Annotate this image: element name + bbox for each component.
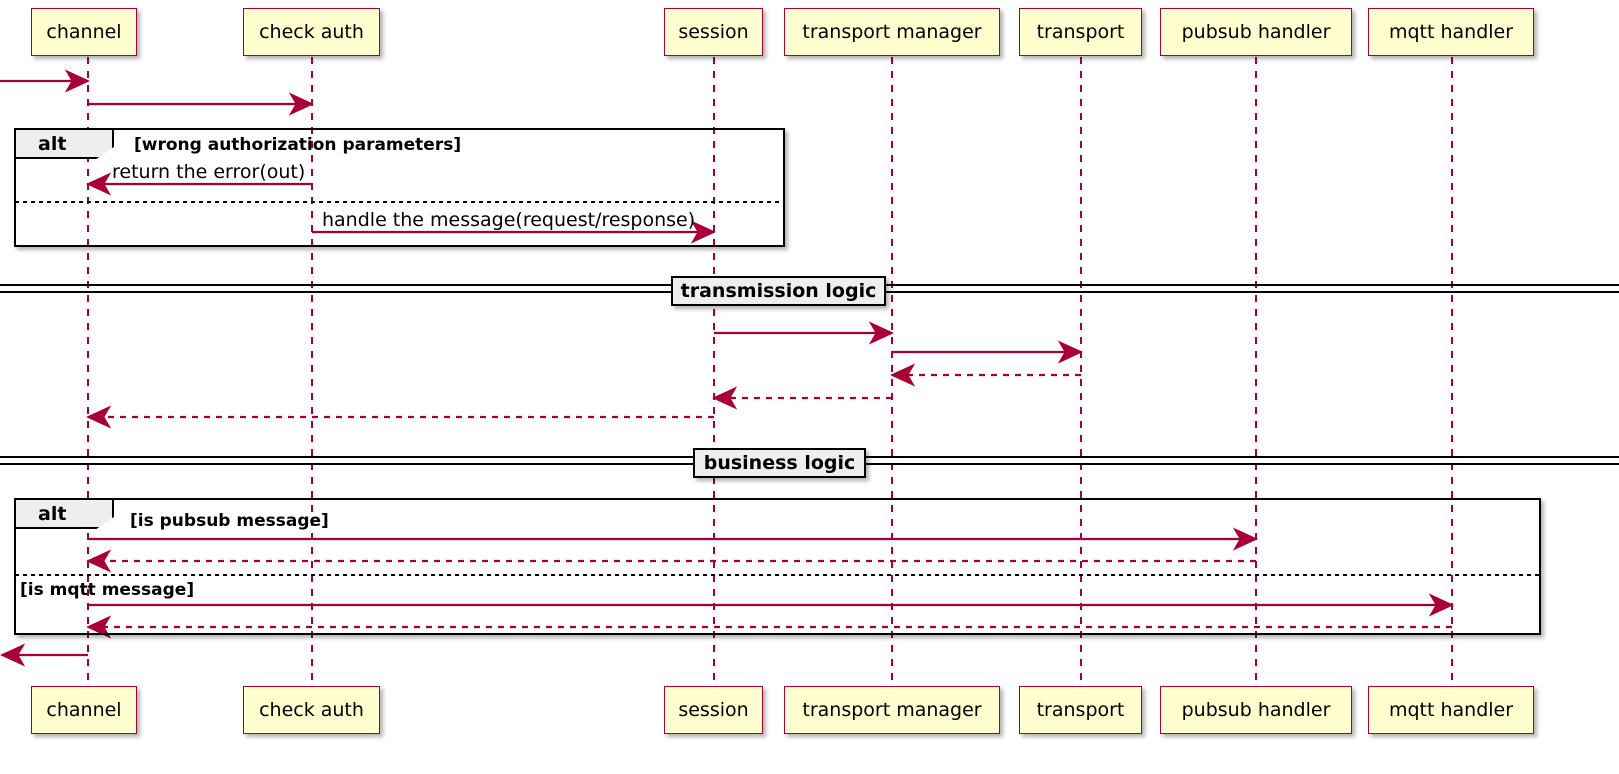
alt-keyword: alt [38, 132, 67, 155]
participant-check-auth-top[interactable]: check auth [243, 8, 380, 56]
participant-label: check auth [259, 698, 364, 721]
divider-transmission-logic: transmission logic [671, 276, 886, 306]
participant-label: pubsub handler [1181, 20, 1331, 43]
alt-group-authorization-tab: alt [16, 130, 114, 159]
participant-session-bottom[interactable]: session [664, 686, 763, 734]
participant-label: session [678, 20, 749, 43]
alt-group-authorization [14, 128, 785, 247]
alt-group-message-type-else-condition: [is mqtt message] [20, 580, 195, 600]
participant-session-top[interactable]: session [664, 8, 763, 56]
participant-transport-manager-bottom[interactable]: transport manager [784, 686, 1000, 734]
divider-business-logic: business logic [693, 448, 866, 478]
message-label-m4: handle the message(request/response) [322, 209, 696, 231]
participant-label: transport manager [802, 698, 982, 721]
participant-transport-top[interactable]: transport [1019, 8, 1142, 56]
participant-transport-bottom[interactable]: transport [1019, 686, 1142, 734]
lifelines [87, 57, 1453, 686]
participant-label: channel [46, 698, 122, 721]
participant-pubsub-handler-bottom[interactable]: pubsub handler [1160, 686, 1352, 734]
alt-group-message-type [14, 498, 1541, 635]
participant-label: session [678, 698, 749, 721]
divider-label-text: business logic [703, 452, 856, 474]
participant-label: check auth [259, 20, 364, 43]
participant-label: transport [1036, 698, 1125, 721]
alt-keyword: alt [38, 502, 67, 525]
participant-check-auth-bottom[interactable]: check auth [243, 686, 380, 734]
participant-transport-manager-top[interactable]: transport manager [784, 8, 1000, 56]
participant-label: transport manager [802, 20, 982, 43]
participant-label: pubsub handler [1181, 698, 1331, 721]
participant-channel-top[interactable]: channel [31, 8, 137, 56]
participant-channel-bottom[interactable]: channel [31, 686, 137, 734]
alt-group-message-type-condition: [is pubsub message] [130, 511, 329, 531]
alt-group-authorization-condition: [wrong authorization parameters] [134, 135, 462, 155]
participant-mqtt-handler-bottom[interactable]: mqtt handler [1368, 686, 1534, 734]
participant-label: channel [46, 20, 122, 43]
participant-pubsub-handler-top[interactable]: pubsub handler [1160, 8, 1352, 56]
participant-label: mqtt handler [1388, 20, 1514, 43]
divider-label-text: transmission logic [680, 280, 877, 302]
alt-group-message-type-tab: alt [16, 500, 114, 529]
message-label-m3: return the error(out) [112, 161, 306, 183]
participant-label: mqtt handler [1388, 698, 1514, 721]
participant-label: transport [1036, 20, 1125, 43]
participant-mqtt-handler-top[interactable]: mqtt handler [1368, 8, 1534, 56]
